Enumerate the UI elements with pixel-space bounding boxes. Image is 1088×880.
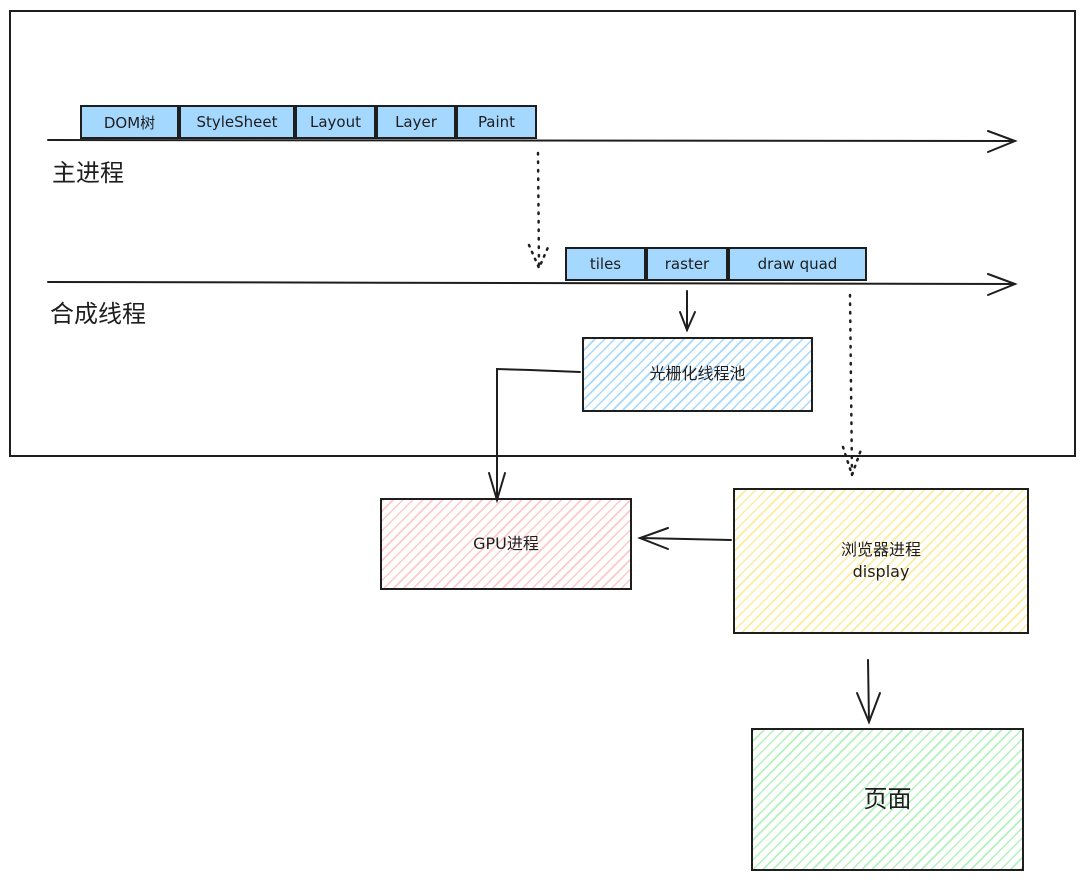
compositor-timeline (47, 281, 1016, 285)
raster-thread-pool-box: 光栅化线程池 (582, 337, 813, 412)
paint-to-compositor-arrow (536, 151, 541, 270)
main-thread-label: 主进程 (52, 159, 124, 187)
drawquad-to-browser-arrow (848, 293, 854, 477)
browser-process-sublabel: display (852, 562, 910, 581)
main-timeline-arrowhead (987, 130, 1018, 153)
raster-pool-label: 光栅化线程池 (649, 364, 746, 384)
renderer-process-frame (9, 10, 1076, 457)
browser-process-box: 浏览器进程 display (733, 488, 1029, 634)
page-label: 页面 (863, 784, 912, 813)
compositor-timeline-arrowhead (987, 273, 1018, 296)
gpu-process-box: GPU进程 (380, 498, 632, 590)
browser-process-label: 浏览器进程 (840, 539, 921, 559)
step-draw-quad: draw quad (728, 247, 867, 281)
step-raster: raster (646, 247, 728, 281)
browser-to-page-arrow (867, 659, 870, 723)
gpu-process-label: GPU进程 (473, 533, 539, 553)
step-layout: Layout (295, 105, 376, 139)
step-tiles: tiles (565, 247, 646, 281)
compositor-thread-label: 合成线程 (50, 300, 146, 328)
pool-to-gpu-arrow (496, 367, 581, 501)
main-thread-timeline (47, 139, 1016, 142)
step-layer: Layer (376, 105, 456, 139)
step-paint: Paint (456, 105, 537, 139)
step-stylesheet: StyleSheet (179, 105, 295, 139)
step-dom-tree: DOM树 (80, 105, 179, 139)
browser-to-gpu-arrow (639, 537, 732, 541)
page-box: 页面 (751, 728, 1024, 871)
